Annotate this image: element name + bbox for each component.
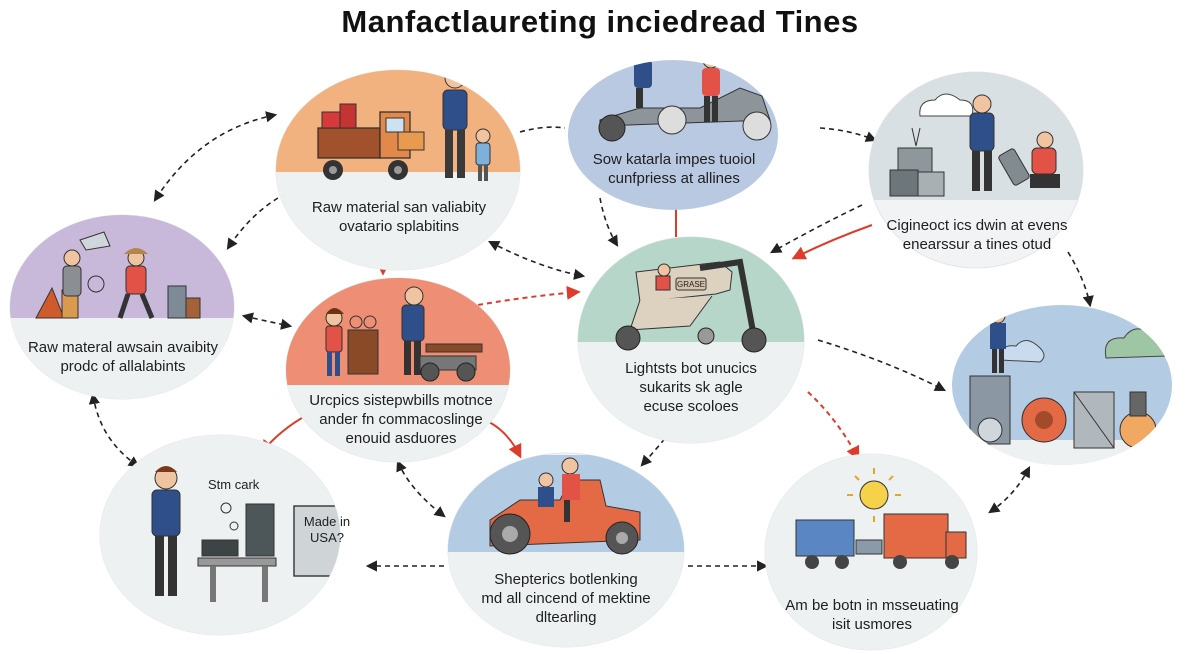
- caption-line: Urcpics sistepwbills motnce: [309, 392, 493, 409]
- connector: [241, 312, 293, 330]
- node-machine-operator: [99, 434, 341, 636]
- node-factory: [952, 305, 1172, 465]
- node-scooter-couple: [568, 60, 778, 210]
- caption-line: Sow katarla impes tuoiol: [592, 151, 756, 168]
- node-6-caption: Lightsts bot unucics sukarits sk agle ec…: [588, 359, 794, 416]
- red-arrow: [477, 285, 581, 306]
- node-vehicle-assembly: GRASE: [577, 236, 805, 444]
- connector: [988, 466, 1031, 514]
- caption-line: Raw materal awsain avaibity: [27, 339, 219, 356]
- caption-line: Am be botn in msseuating: [785, 597, 959, 614]
- caption-line: ovatario splabitins: [338, 218, 460, 235]
- node-8-caption: Shepterics botlenking md all cincend of …: [452, 570, 680, 627]
- red-arrow: [488, 421, 522, 459]
- caption-line: Raw material san valiabity: [311, 199, 487, 216]
- connector: [396, 459, 446, 518]
- node-workshop: [285, 277, 511, 463]
- node-raw-material-truck: [275, 69, 521, 271]
- node-warehouse-workers: [9, 214, 235, 400]
- sign-line: USA?: [310, 530, 344, 545]
- node-1-caption: Raw material san valiabity ovatario spla…: [284, 198, 514, 236]
- connector: [770, 204, 863, 254]
- connector: [817, 339, 946, 392]
- caption-line: dltearling: [535, 609, 597, 626]
- connector: [519, 126, 566, 133]
- connector: [1067, 251, 1094, 308]
- connector: [819, 127, 878, 142]
- node-4-caption: Raw materal awsain avaibity prodc of all…: [12, 338, 234, 376]
- connector: [599, 197, 619, 247]
- caption-line: md all cincend of mektine: [481, 590, 651, 607]
- caption-line: Lightsts bot unucics: [625, 360, 757, 377]
- diagram-title: Manfactlaureting inciedread Tines: [341, 4, 859, 39]
- caption-line: Cigineoct ics dwin at evens: [886, 217, 1068, 234]
- caption-line: cunfpriess at allines: [608, 170, 740, 187]
- caption-line: prodc of allalabints: [60, 358, 186, 375]
- caption-line: ecuse scoloes: [643, 398, 739, 415]
- vehicle-plate: GRASE: [677, 280, 705, 289]
- node-5-caption: Urcpics sistepwbills motnce ander fn com…: [290, 391, 512, 448]
- node-9-caption: Am be botn in msseuating isit usmores: [770, 596, 974, 634]
- node-delivery-truck: [764, 453, 978, 651]
- caption-line: sukarits sk agle: [639, 379, 743, 396]
- caption-line: isit usmores: [831, 616, 913, 633]
- node-2-caption: Sow katarla impes tuoiol cunfpriess at a…: [576, 150, 772, 188]
- caption-line: Shepterics botlenking: [494, 571, 638, 588]
- connector: [488, 240, 586, 280]
- caption-line: enearssur a tines otud: [902, 236, 1052, 253]
- red-arrow: [791, 224, 873, 260]
- connector: [88, 392, 140, 468]
- machine-label: Stm cark: [208, 477, 260, 492]
- sign-line: Made in: [303, 514, 351, 529]
- red-arrow: [807, 391, 860, 461]
- caption-line: ander fn commacoslinge: [319, 411, 483, 428]
- connector: [226, 197, 279, 250]
- connector: [153, 111, 278, 202]
- caption-line: enouid asduores: [345, 430, 457, 447]
- node-tractor: [447, 452, 685, 648]
- made-in-usa-sign: Made in USA?: [298, 514, 356, 546]
- node-3-caption: Cigineoct ics dwin at evens enearssur a …: [870, 216, 1084, 254]
